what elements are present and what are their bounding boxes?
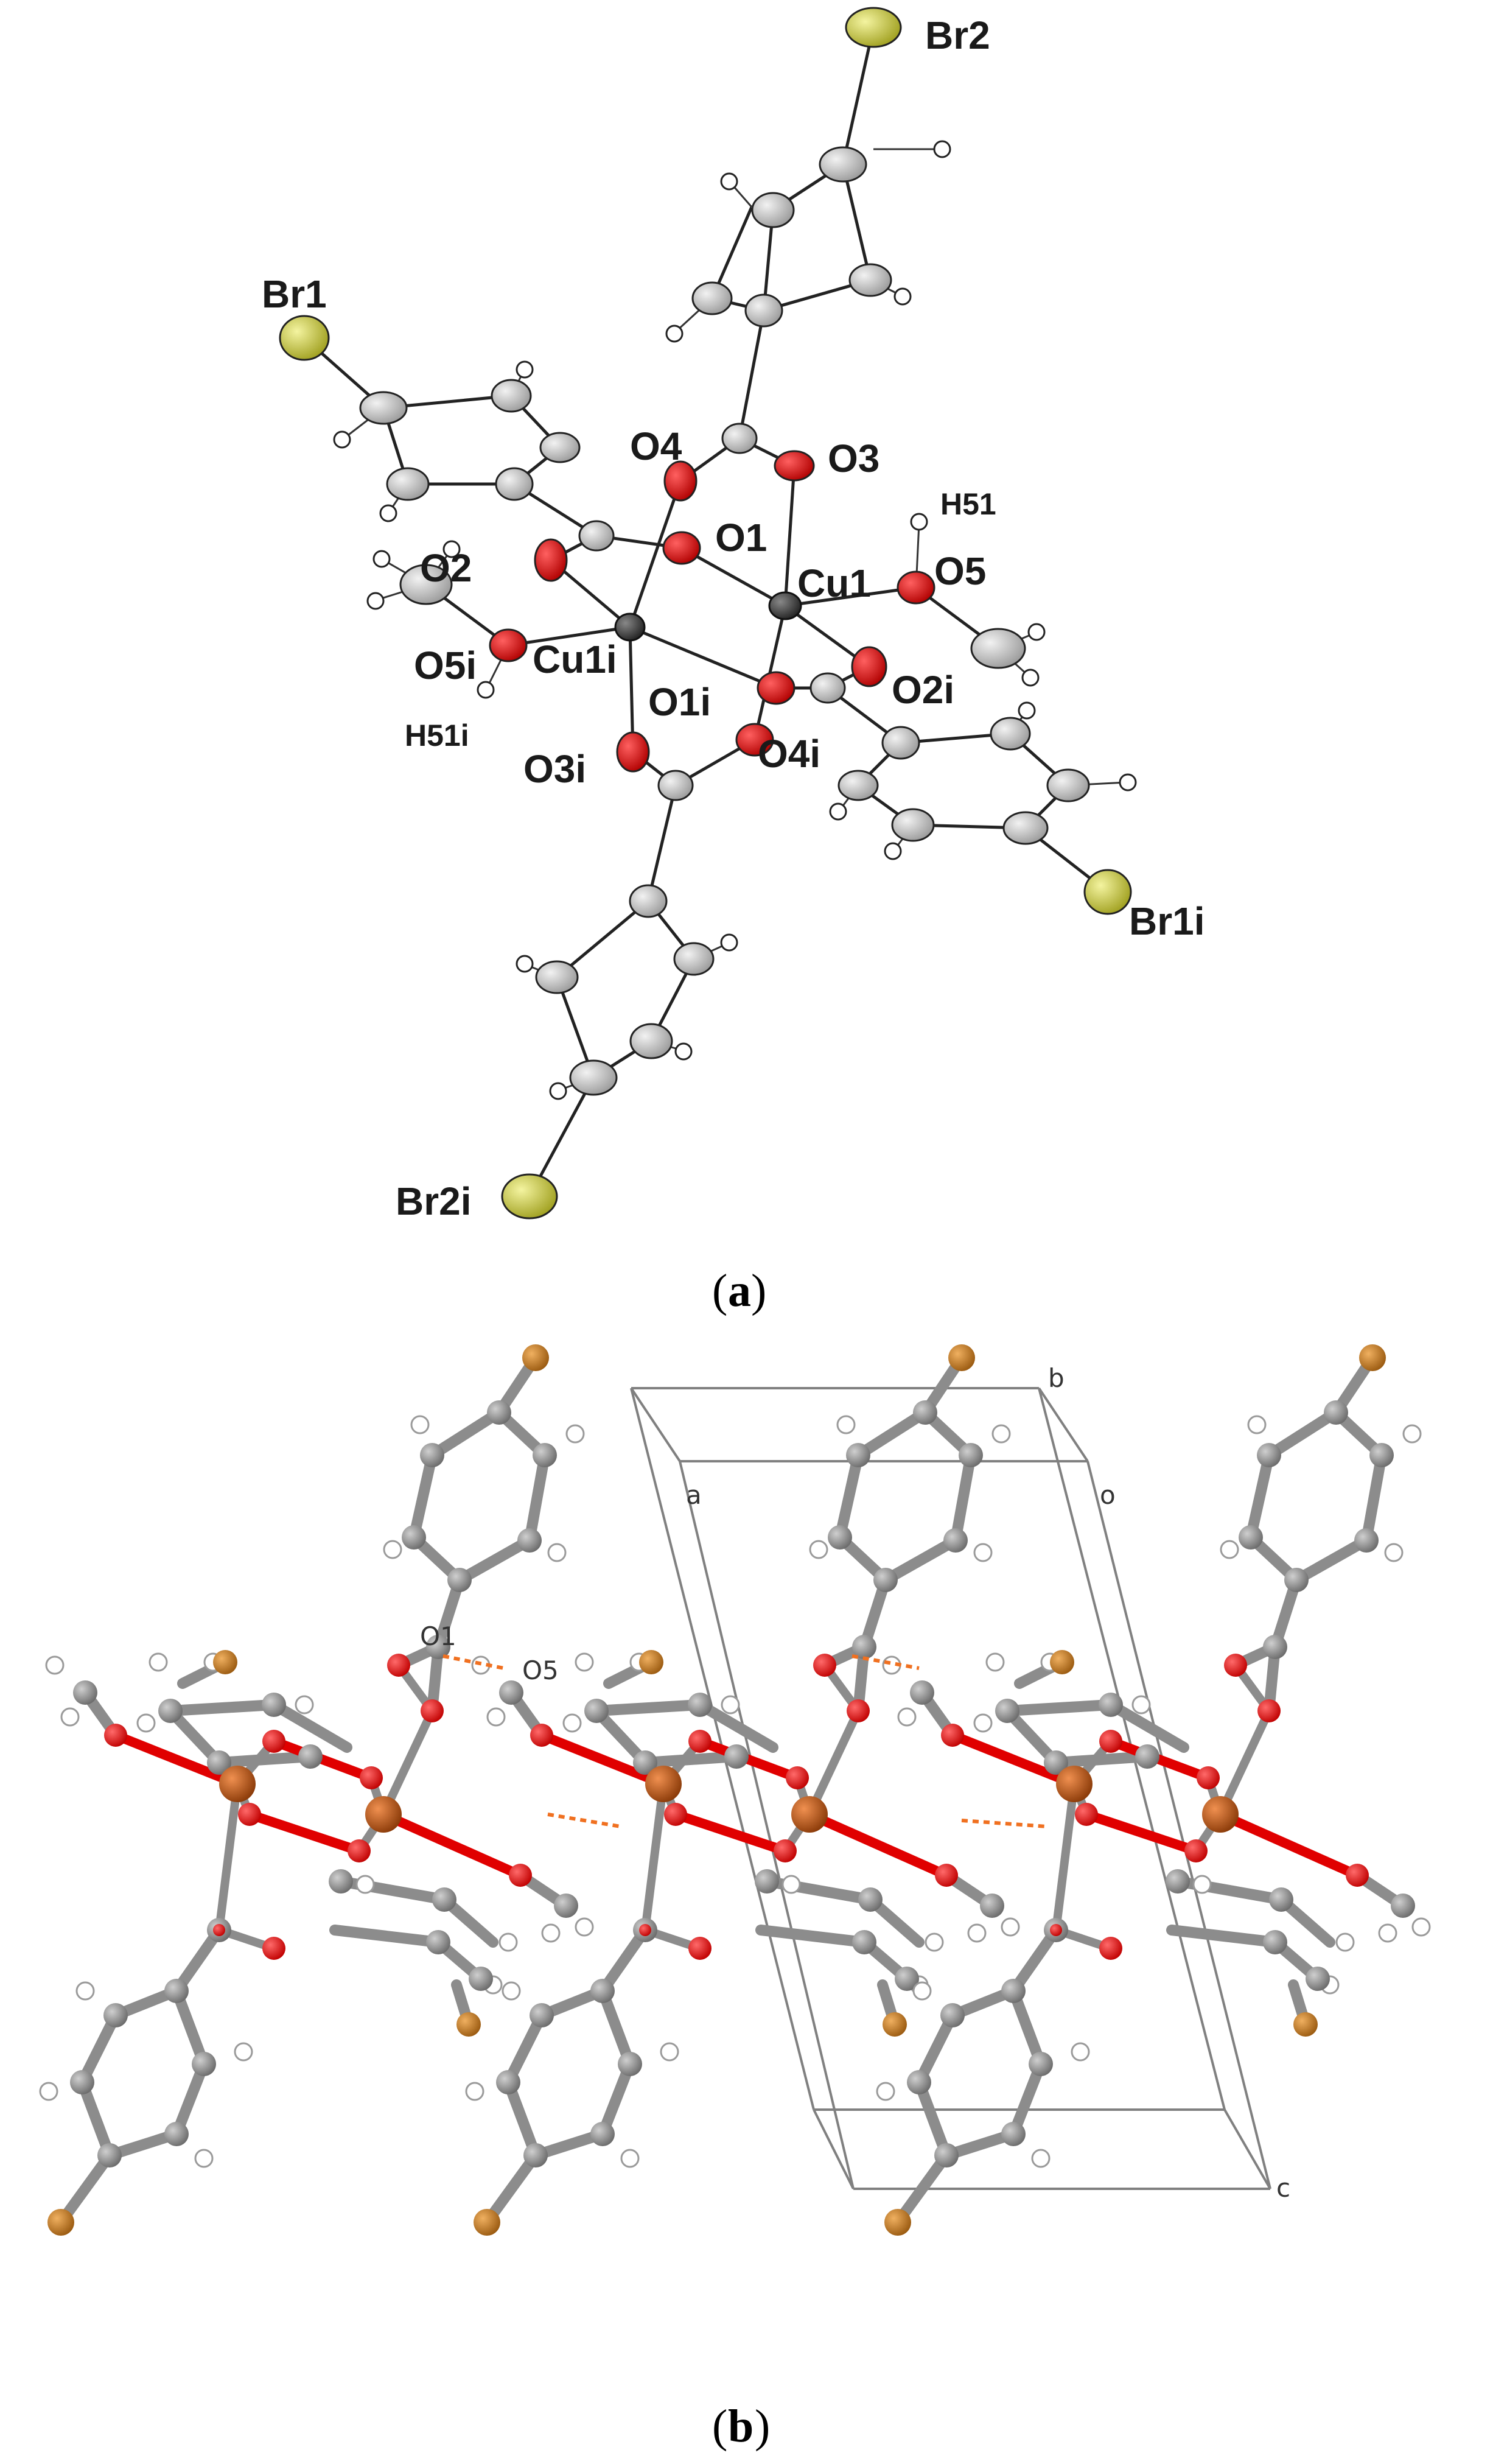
- label-o1: O1: [715, 516, 767, 560]
- unit-cell-box: [630, 1387, 1271, 2190]
- panel-b-atom-labels: O1 O5: [420, 1621, 559, 1685]
- panel-a-svg: Br2 Br1 O4 O3 H51 O1 O2 Cu1 O5 O5i Cu1i …: [262, 7, 1205, 1316]
- panel-a-copper-atoms: [614, 591, 802, 642]
- label-o4i: O4i: [758, 732, 820, 776]
- axis-label-b: b: [1048, 1363, 1065, 1393]
- caption-b-letter: b: [728, 2401, 753, 2452]
- label-b-o5: O5: [522, 1655, 559, 1685]
- panel-b-svg: b a o c O1 O5 ( b ): [0, 1327, 1493, 2452]
- label-h51: H51: [940, 487, 996, 521]
- panel-a-caption: ( a ): [712, 1265, 766, 1316]
- axis-label-o: o: [1100, 1480, 1116, 1510]
- label-cu1: Cu1: [797, 561, 871, 605]
- label-br2i: Br2i: [396, 1179, 472, 1223]
- panel-a-ortep-diagram: Br2 Br1 O4 O3 H51 O1 O2 Cu1 O5 O5i Cu1i …: [262, 7, 1205, 1316]
- label-h51i: H51i: [405, 718, 469, 753]
- dimer-center: [466, 1344, 1019, 2236]
- label-o2i: O2i: [892, 668, 954, 712]
- dimer-right: [877, 1344, 1430, 2236]
- panel-a-hydrogen-atoms: [333, 140, 1137, 1100]
- label-o2: O2: [420, 546, 472, 590]
- unit-cell-axis-labels: b a o c: [686, 1363, 1290, 2203]
- caption-b-open: (: [712, 2401, 727, 2452]
- panel-b-packing-diagram: b a o c O1 O5 ( b ): [0, 1327, 1493, 2464]
- panel-a-carbon-atoms: [359, 146, 1090, 1096]
- label-o3i: O3i: [523, 747, 586, 791]
- label-o3: O3: [828, 437, 879, 480]
- caption-b-close: ): [755, 2401, 770, 2452]
- axis-label-c: c: [1276, 2173, 1290, 2203]
- label-b-o1: O1: [420, 1621, 456, 1651]
- label-o5i: O5i: [414, 644, 477, 687]
- panel-b-caption: ( b ): [712, 2401, 770, 2452]
- panel-a-bonds: [303, 27, 1109, 1198]
- label-br2: Br2: [925, 13, 990, 57]
- caption-a-letter: a: [728, 1265, 751, 1316]
- label-br1i: Br1i: [1129, 899, 1205, 943]
- panel-a-bromine-atoms: [279, 7, 1132, 1220]
- hydrogen-bond-dashes: [442, 1654, 1047, 1828]
- label-o5: O5: [934, 549, 986, 593]
- panel-a-oxygen-atoms: [489, 450, 935, 773]
- label-cu1i: Cu1i: [533, 637, 617, 681]
- label-o4: O4: [630, 424, 682, 468]
- panel-a-atom-labels: Br2 Br1 O4 O3 H51 O1 O2 Cu1 O5 O5i Cu1i …: [262, 13, 1205, 1223]
- caption-a-close: ): [751, 1265, 766, 1316]
- label-o1i: O1i: [648, 680, 711, 724]
- label-br1: Br1: [262, 272, 327, 316]
- axis-label-a: a: [686, 1480, 702, 1510]
- caption-a-open: (: [712, 1265, 727, 1316]
